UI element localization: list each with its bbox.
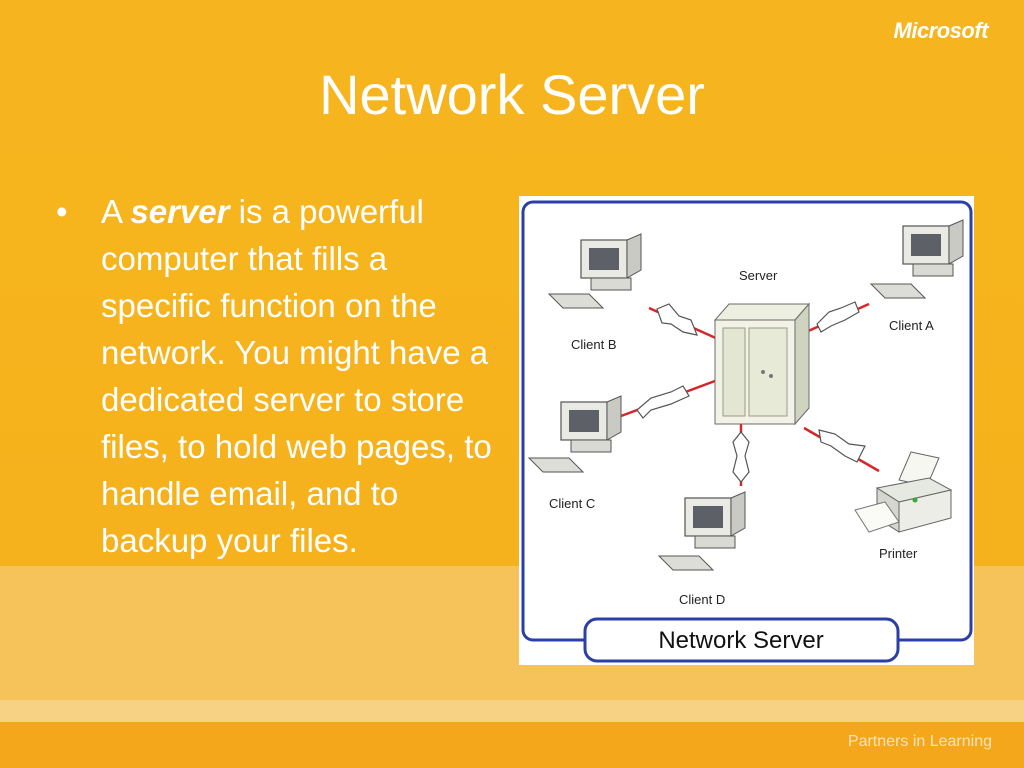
arrow-client-b <box>656 303 698 336</box>
client-d-icon <box>657 491 746 571</box>
diagram-caption: Network Server <box>658 627 823 654</box>
background-band-bottom <box>0 722 1024 768</box>
client-b-icon <box>547 233 642 309</box>
client-a-label: Client A <box>889 318 934 333</box>
slide-title: Network Server <box>319 63 705 126</box>
arrow-printer <box>818 429 866 463</box>
network-diagram: Server Client A Client B Client C Client… <box>519 196 974 665</box>
brand-logo: Microsoft <box>893 18 989 43</box>
bullet-point: • A server is a powerful computer that f… <box>56 188 496 564</box>
network-diagram-svg: Server Client A Client B Client C Client… <box>521 200 973 663</box>
server-icon <box>713 302 811 426</box>
client-a-icon <box>869 219 964 299</box>
bullet-prefix: A <box>101 193 131 230</box>
caption-box <box>583 617 900 663</box>
printer-icon <box>854 451 953 533</box>
arrow-client-c <box>636 385 690 419</box>
bullet-marker: • <box>56 193 68 230</box>
client-d-label: Client D <box>679 592 725 607</box>
arrow-client-d <box>732 431 750 483</box>
client-c-icon <box>527 395 622 473</box>
data-arrows <box>636 301 866 483</box>
bullet-rest: is a powerful computer that fills a spec… <box>101 193 492 559</box>
bullet-emphasis: server <box>130 193 230 230</box>
server-label: Server <box>739 268 778 283</box>
bullet-text: A server is a powerful computer that fil… <box>101 188 496 564</box>
footer-tagline: Partners in Learning <box>847 733 992 750</box>
arrow-client-a <box>816 301 860 333</box>
printer-label: Printer <box>879 546 918 561</box>
background-band-lighter <box>0 700 1024 722</box>
client-b-label: Client B <box>571 337 617 352</box>
client-c-label: Client C <box>549 496 595 511</box>
